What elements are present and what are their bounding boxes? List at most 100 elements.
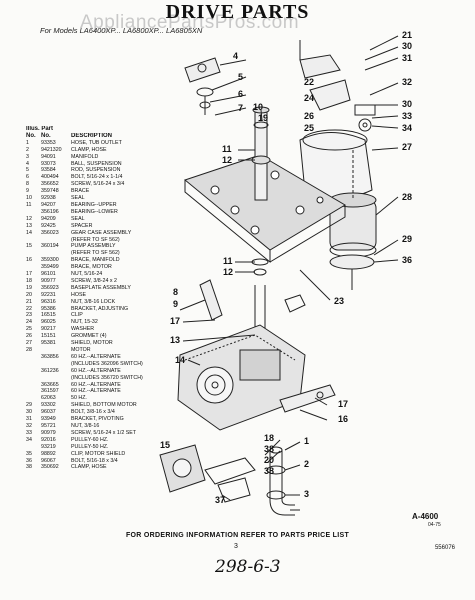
callout-21: 21 (402, 30, 413, 40)
callout-36: 36 (402, 255, 413, 265)
row-description: SCREW, 3/8-24 x 2 (71, 277, 117, 284)
callout-38b: 38 (264, 466, 275, 476)
row-description: BEARING--LOWER (71, 208, 118, 215)
row-illus-no: 23 (26, 312, 32, 319)
row-illus-no: 31 (26, 416, 32, 423)
row-illus-no: 10 (26, 195, 32, 202)
row-illus-no: 2 (26, 146, 29, 153)
row-description: BRACE, MANIFOLD (71, 257, 120, 264)
row-illus-no: 27 (26, 340, 32, 347)
row-illus-no: 8 (26, 181, 29, 188)
row-illus-no: 21 (26, 298, 32, 305)
callout-20: 20 (264, 455, 275, 465)
callout-6: 6 (238, 89, 244, 99)
callout-37: 37 (215, 495, 226, 505)
callout-14: 14 (175, 355, 186, 365)
table-row: (REFER TO SF 562) (26, 250, 176, 257)
table-row: 33 90979 SCREW, 5/16-24 x 1/2 SET (26, 430, 176, 437)
row-part-no: 96025 (41, 319, 56, 326)
row-illus-no: 38 (26, 464, 32, 471)
row-illus-no: 33 (26, 429, 32, 436)
row-description: SPACER (71, 222, 93, 229)
header-illus-no: No. (26, 132, 36, 139)
row-part-no: 15151 (41, 333, 56, 340)
row-part-no: 90979 (41, 429, 56, 436)
row-illus-no: 32 (26, 422, 32, 429)
row-part-no: 16515 (41, 312, 56, 319)
page-title: DRIVE PARTS (165, 1, 310, 23)
callout-16: 16 (338, 414, 349, 424)
row-part-no: 359300 (41, 257, 59, 264)
row-description: NUT, 5/16-24 (71, 271, 103, 278)
row-description: 60 HZ.--ALTERNATE (71, 353, 121, 360)
row-part-no: 98892 (41, 450, 56, 457)
row-description: PULLEY-50 HZ. (71, 443, 109, 450)
row-description: BOLT, 5/16-24 x 1-1/4 (71, 174, 123, 181)
callout-30b: 30 (402, 99, 413, 109)
page-number: 3 (234, 543, 238, 550)
callout-33: 33 (402, 111, 413, 121)
row-description: BOLT, 3/8-16 x 3/4 (71, 409, 115, 416)
row-description: WASHER (71, 326, 95, 333)
callout-11: 11 (222, 144, 232, 154)
callout-15: 15 (160, 440, 171, 450)
callout-4: 4 (233, 51, 239, 61)
row-illus-no (26, 444, 41, 451)
row-illus-no: 25 (26, 326, 32, 333)
row-part-no: 95386 (41, 305, 56, 312)
row-part-no: 363665 (41, 381, 59, 388)
row-description: PULLEY-60 HZ. (71, 436, 109, 443)
row-illus-no (26, 250, 41, 257)
callout-22: 22 (304, 77, 315, 87)
row-illus-no (26, 395, 41, 402)
callout-29: 29 (402, 234, 413, 244)
row-description: CLIP (71, 312, 83, 319)
ordering-info-note: FOR ORDERING INFORMATION REFER TO PARTS … (125, 532, 350, 539)
callout-19: 19 (258, 113, 269, 123)
row-part-no: 62063 (41, 395, 56, 402)
callout-13: 13 (170, 335, 181, 345)
row-description: SCREW, 5/16-24 x 1/2 SET (71, 429, 137, 436)
callout-28: 28 (402, 192, 413, 202)
row-illus-no: 12 (26, 215, 32, 222)
row-illus-no: 17 (26, 271, 32, 278)
row-description: SEAL (71, 215, 85, 222)
row-part-no: 361597 (41, 388, 59, 395)
row-illus-no (26, 375, 41, 382)
row-part-no: 93073 (41, 160, 56, 167)
callout-25: 25 (304, 123, 315, 133)
diagram-date: 04-75 (428, 522, 441, 528)
row-part-no: 93949 (41, 416, 56, 423)
row-part-no: 361236 (41, 367, 59, 374)
callout-17b: 17 (338, 399, 349, 409)
diagram-code: A-4600 (412, 512, 439, 521)
parts-list-header-top: Illus. Part (26, 126, 176, 133)
row-part-no: 359499 (41, 264, 59, 271)
row-description: BOLT, 5/16-18 x 3/4 (71, 457, 118, 464)
row-part-no: 90977 (41, 277, 56, 284)
row-illus-no: 26 (26, 333, 32, 340)
row-description: BALL, SUSPENSION (71, 160, 122, 167)
callout-12: 12 (222, 155, 233, 165)
callout-24: 24 (304, 93, 315, 103)
callout-38: 38 (264, 444, 275, 454)
row-part-no: 96067 (41, 457, 56, 464)
row-illus-no (26, 354, 41, 361)
